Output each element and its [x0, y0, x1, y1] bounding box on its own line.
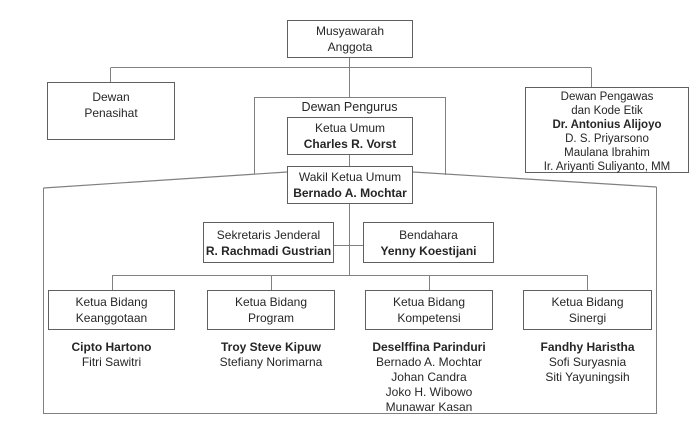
node-title-line: Bendahara	[399, 227, 458, 242]
lead-name: Fandhy Haristha	[540, 340, 635, 354]
node-bidang-program: Ketua Bidang Program	[207, 290, 335, 330]
member-name: Siti Yayuningsih	[545, 370, 630, 384]
lead-name: R. Rachmadi Gustrian	[205, 243, 332, 258]
node-title-line: Ketua Bidang	[551, 295, 624, 309]
node-title-line: Dewan Pengawas	[560, 91, 654, 103]
member-name: Ir. Ariyanti Suliyanto, MM	[543, 161, 671, 173]
node-dewan-pengurus-label: Dewan Pengurus	[301, 100, 398, 114]
lead-name: Cipto Hartono	[71, 340, 152, 354]
lead-name: Deselffina Parinduri	[372, 340, 486, 354]
node-title-line: Anggota	[327, 40, 373, 54]
lead-name: Troy Steve Kipuw	[220, 340, 322, 354]
member-name: Maulana Ibrahim	[564, 147, 650, 159]
node-bidang-keanggotaan: Ketua Bidang Keanggotaan	[48, 290, 175, 330]
node-title-line: Sinergi	[568, 311, 607, 325]
lead-name: Charles R. Vorst	[303, 137, 397, 151]
node-title-line: Ketua Umum	[314, 121, 386, 135]
node-title-line: Wakil Ketua Umum	[298, 170, 402, 184]
node-title-line: Ketua Bidang	[75, 295, 148, 309]
node-bidang-kompetensi: Ketua Bidang Kompetensi	[365, 290, 493, 330]
node-sekretaris-jenderal: Sekretaris Jenderal R. Rachmadi Gustrian	[203, 222, 334, 263]
node-title-line: Sekretaris Jenderal	[216, 227, 321, 242]
bidang-keanggotaan-members: Cipto Hartono Fitri Sawitri	[48, 340, 175, 370]
node-title-line: Program	[247, 311, 294, 325]
node-dewan-penasihat: Dewan Penasihat	[47, 82, 175, 140]
node-title-line: Ketua Bidang	[392, 295, 466, 309]
lead-name: Dr. Antonius Alijoyo	[552, 119, 662, 131]
member-name: Fitri Sawitri	[81, 355, 142, 369]
bidang-program-members: Troy Steve Kipuw Stefiany Norimarna	[203, 340, 339, 370]
member-name: Johan Candra	[391, 370, 467, 384]
node-bidang-sinergi: Ketua Bidang Sinergi	[523, 290, 652, 330]
member-name: Stefiany Norimarna	[219, 355, 323, 369]
member-name: Munawar Kasan	[385, 400, 473, 414]
node-title-line: Ketua Bidang	[234, 295, 308, 309]
node-musyawarah-anggota: Musyawarah Anggota	[287, 20, 413, 58]
member-name: Bernado A. Mochtar	[375, 355, 483, 369]
bidang-kompetensi-members: Deselffina Parinduri Bernado A. Mochtar …	[361, 340, 497, 415]
node-ketua-umum: Ketua Umum Charles R. Vorst	[287, 117, 413, 155]
node-title-line: Penasihat	[84, 106, 138, 120]
node-title-line: dan Kode Etik	[571, 105, 643, 117]
member-name: D. S. Priyarsono	[565, 133, 649, 145]
node-title-line: Kompetensi	[397, 311, 461, 325]
member-name: Sofi Suryasnia	[548, 355, 627, 369]
lead-name: Bernado A. Mochtar	[293, 186, 407, 200]
lead-name: Yenny Koestijani	[380, 243, 477, 258]
node-wakil-ketua-umum: Wakil Ketua Umum Bernado A. Mochtar	[287, 166, 413, 204]
node-title-line: Keanggotaan	[75, 311, 148, 325]
node-bendahara: Bendahara Yenny Koestijani	[363, 222, 494, 263]
node-dewan-pengawas: Dewan Pengawas dan Kode Etik Dr. Antoniu…	[525, 87, 689, 173]
bidang-sinergi-members: Fandhy Haristha Sofi Suryasnia Siti Yayu…	[523, 340, 652, 385]
node-title-line: Musyawarah	[315, 24, 385, 38]
node-title-line: Dewan	[92, 90, 130, 104]
member-name: Joko H. Wibowo	[385, 385, 473, 399]
